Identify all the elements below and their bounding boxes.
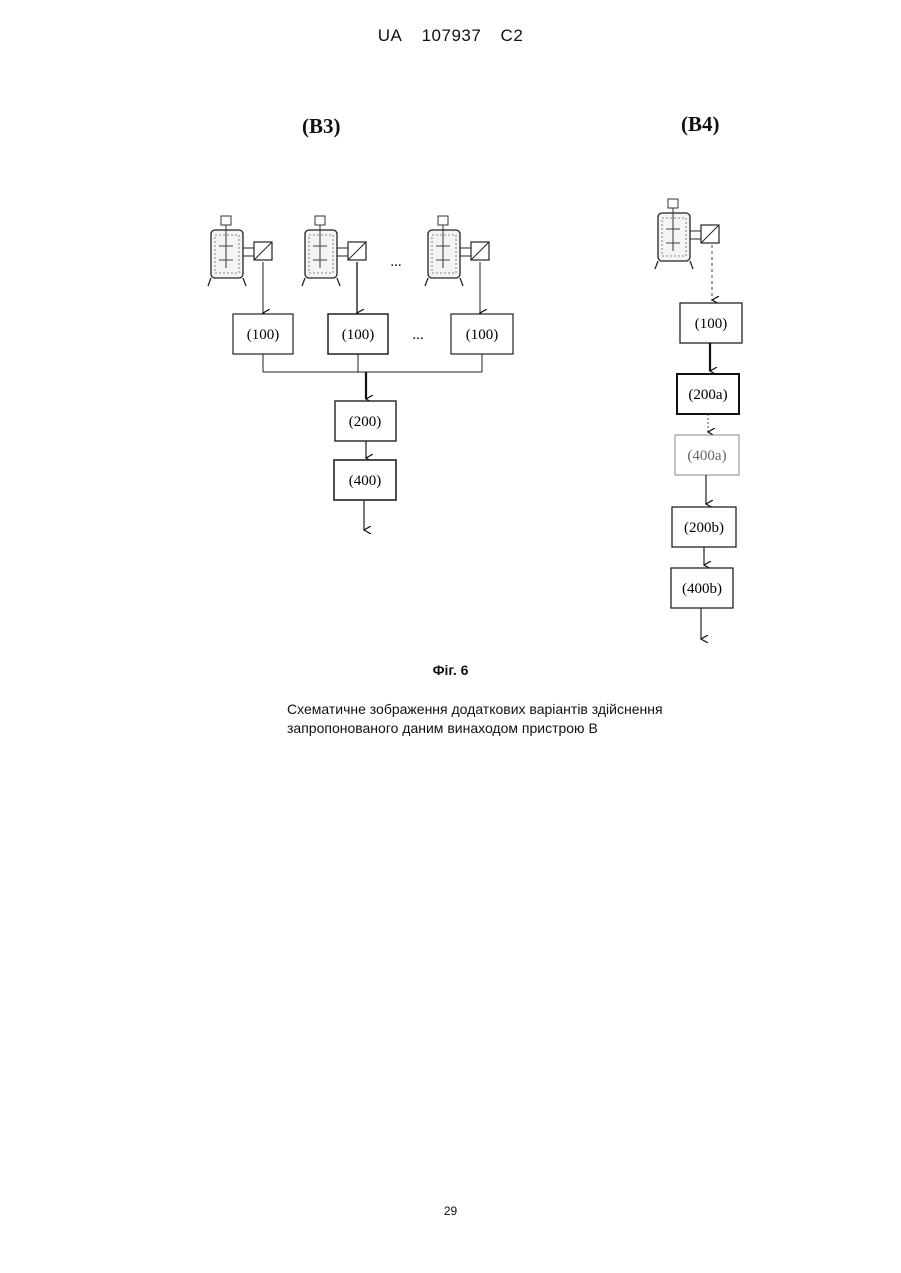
b3-box-400-label: (400) [349,473,382,489]
page-number: 29 [0,1204,901,1218]
b3-ellipsis-mid: ... [412,327,423,343]
caption-line-2: запропонованого даним винаходом пристрою… [287,719,747,738]
b3-reactor-3 [425,216,489,286]
b4-box-200b-label: (200b) [684,520,724,536]
b4-box-200a-label: (200a) [688,387,727,403]
b3-reactor-1 [208,216,272,286]
figure-caption: Схематичне зображення додаткових варіант… [287,700,747,738]
figure-label: Фіг. 6 [0,662,901,678]
b3-ellipsis-top: ... [390,254,401,270]
b3-box-100-3-label: (100) [466,327,499,343]
caption-line-1: Схематичне зображення додаткових варіант… [287,700,747,719]
b3-box-100-1-label: (100) [247,327,280,343]
b4-box-400a-label: (400a) [687,448,726,464]
b4-reactor [655,199,719,269]
b3-box-100-2-label: (100) [342,327,375,343]
b3-box-200-label: (200) [349,414,382,430]
b4-box-400b-label: (400b) [682,581,722,597]
b4-box-100-label: (100) [695,316,728,332]
